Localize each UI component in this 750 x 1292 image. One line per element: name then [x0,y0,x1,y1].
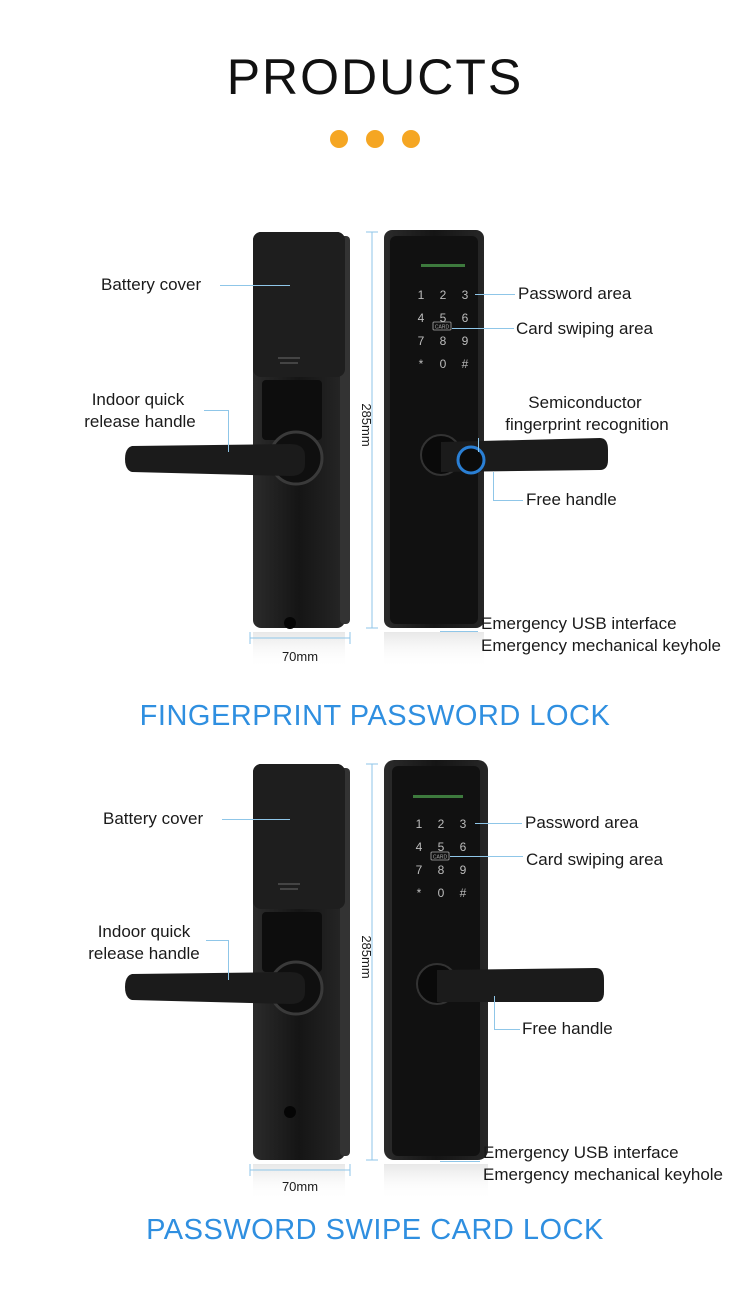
decorative-dots [0,130,750,148]
keypad-key: 7 [418,334,425,348]
keypad-key: 9 [462,334,469,348]
keypad-key: * [419,357,424,371]
keyhole-icon [284,617,296,629]
indoor-handle [125,444,305,476]
keypad-key: 3 [460,817,467,831]
label-fingerprint-line1: Semiconductor [528,393,642,412]
label-password-area: Password area [518,284,632,303]
keypad-key: 9 [460,863,467,877]
keypad-key: 5 [438,840,445,854]
height-dimension: 285mm [359,935,374,978]
label-fingerprint-line2: fingerprint recognition [505,415,669,434]
keypad-key: 5 [440,311,447,325]
keypad-key: * [417,886,422,900]
battery-cover [253,764,345,909]
keypad-key: 2 [440,288,447,302]
label-card-area: Card swiping area [526,850,664,869]
keypad-key: # [460,886,467,900]
indoor-panel [125,232,350,629]
label-battery-cover: Battery cover [103,809,204,828]
height-dimension: 285mm [359,403,374,446]
keyhole-icon [284,1106,296,1118]
keypad: 1 2 3 4 5 6 7 8 9 * 0 # [416,817,467,900]
dot-icon [366,130,384,148]
outdoor-panel: 1 2 3 4 5 6 7 8 9 * 0 # CARD [384,230,608,628]
label-card-area: Card swiping area [516,319,654,338]
keypad-key: 8 [440,334,447,348]
lock-illustration: 1 2 3 4 5 6 7 8 9 * 0 # CARD 285mm 70mm [125,760,604,1200]
label-password-area: Password area [525,813,639,832]
label-free-handle: Free handle [522,1019,613,1038]
page-title: PRODUCTS [226,49,524,105]
card-tag: CARD [433,855,448,861]
keypad-key: 4 [418,311,425,325]
product-section-swipe-card: 1 2 3 4 5 6 7 8 9 * 0 # CARD 285mm 70mm Battery cov… [0,752,750,1292]
label-battery-cover: Battery cover [101,275,202,294]
keypad-key: 0 [438,886,445,900]
label-keyhole: Emergency mechanical keyhole [483,1165,724,1184]
keypad-key: 1 [418,288,425,302]
free-handle [437,968,604,1002]
product-caption-swipe-card: PASSWORD SWIPE CARD LOCK [146,1214,604,1246]
indoor-handle [125,972,305,1004]
label-indoor-handle-line1: Indoor quick [91,390,185,409]
keypad-key: 3 [462,288,469,302]
outdoor-panel: 1 2 3 4 5 6 7 8 9 * 0 # CARD [384,760,604,1160]
label-usb: Emergency USB interface [481,614,677,633]
dot-icon [402,130,420,148]
indicator-strip [421,264,465,267]
keypad-key: # [462,357,469,371]
keypad-key: 1 [416,817,423,831]
label-indoor-handle-line1: Indoor quick [97,922,191,941]
keypad-key: 6 [460,840,467,854]
keypad-key: 4 [416,840,423,854]
label-keyhole: Emergency mechanical keyhole [481,636,722,655]
keypad: 1 2 3 4 5 6 7 8 9 * 0 # [418,288,469,371]
keypad-key: 2 [438,817,445,831]
keypad-key: 0 [440,357,447,371]
width-dimension: 70mm [282,1179,318,1194]
product-caption-fingerprint: FINGERPRINT PASSWORD LOCK [139,700,611,732]
width-dimension: 70mm [282,649,318,664]
keypad-key: 6 [462,311,469,325]
dot-icon [330,130,348,148]
label-usb: Emergency USB interface [483,1143,679,1162]
battery-cover [253,232,345,377]
label-free-handle: Free handle [526,490,617,509]
keypad-key: 8 [438,863,445,877]
product-section-fingerprint: 1 2 3 4 5 6 7 8 9 * 0 # CARD 285mm 70mm Battery cov… [0,220,750,760]
lock-illustration: 1 2 3 4 5 6 7 8 9 * 0 # CARD 285mm 70mm [125,230,608,668]
fingerprint-sensor-icon [456,445,486,475]
label-indoor-handle-line2: release handle [88,944,200,963]
label-indoor-handle-line2: release handle [84,412,196,431]
keypad-key: 7 [416,863,423,877]
indoor-panel [125,764,350,1160]
indicator-strip [413,795,463,798]
card-tag: CARD [435,325,450,331]
